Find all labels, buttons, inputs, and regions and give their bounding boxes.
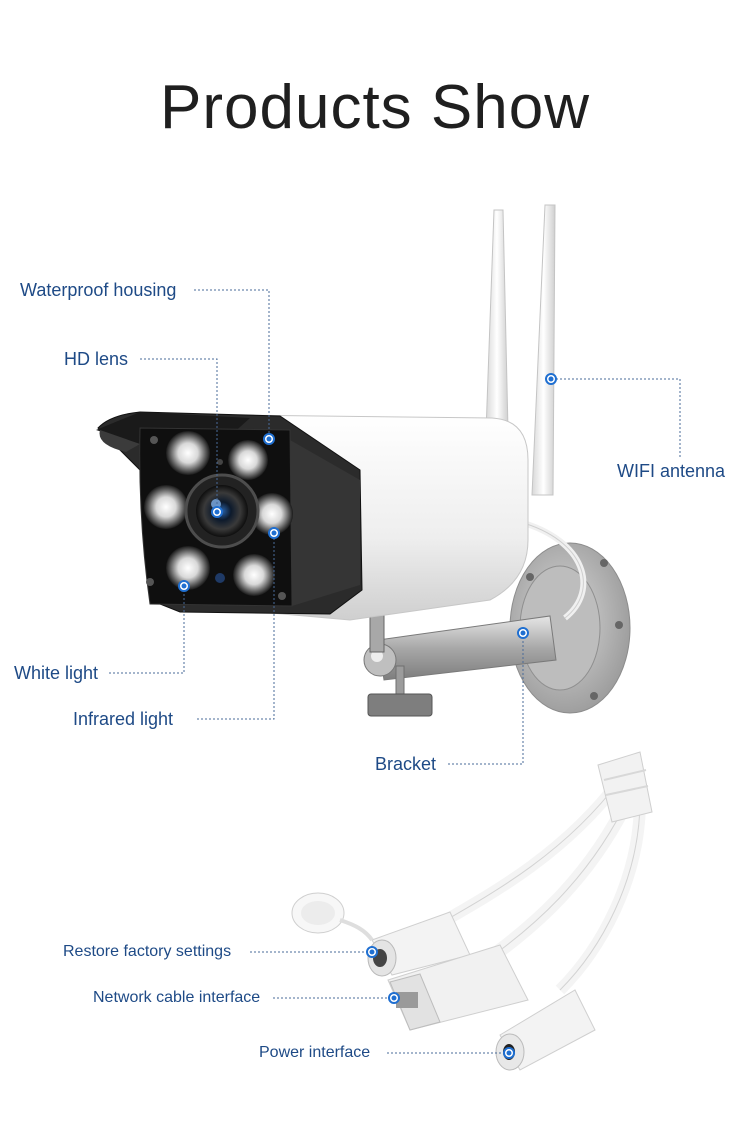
bracket-arm-icon (363, 611, 557, 717)
dot-hd-lens (211, 506, 223, 518)
label-white-light: White light (14, 663, 99, 683)
page-title: Products Show (160, 73, 590, 142)
led-array-icon (144, 431, 293, 596)
cable-assembly-icon (291, 751, 653, 1071)
callout-lines (109, 289, 681, 1054)
dot-restore-factory (366, 946, 378, 958)
dot-power-interface (503, 1047, 515, 1059)
label-power-interface: Power interface (259, 1044, 371, 1061)
dot-network-cable (388, 992, 400, 1004)
dot-wifi-antenna (545, 373, 557, 385)
dot-infrared-light (268, 527, 280, 539)
label-wifi-antenna: WIFI antenna (617, 461, 726, 481)
label-restore-factory-settings: Restore factory settings (63, 943, 232, 960)
label-bracket: Bracket (375, 754, 437, 774)
label-hd-lens: HD lens (64, 349, 129, 369)
label-network-cable-interface: Network cable interface (93, 989, 261, 1006)
label-infrared-light: Infrared light (73, 709, 174, 729)
dot-white-light (178, 580, 190, 592)
dot-waterproof-housing (263, 433, 275, 445)
wifi-antenna-icon (485, 204, 556, 496)
dot-bracket (517, 627, 529, 639)
label-waterproof-housing: Waterproof housing (20, 280, 177, 300)
callout-dots (178, 373, 557, 1059)
